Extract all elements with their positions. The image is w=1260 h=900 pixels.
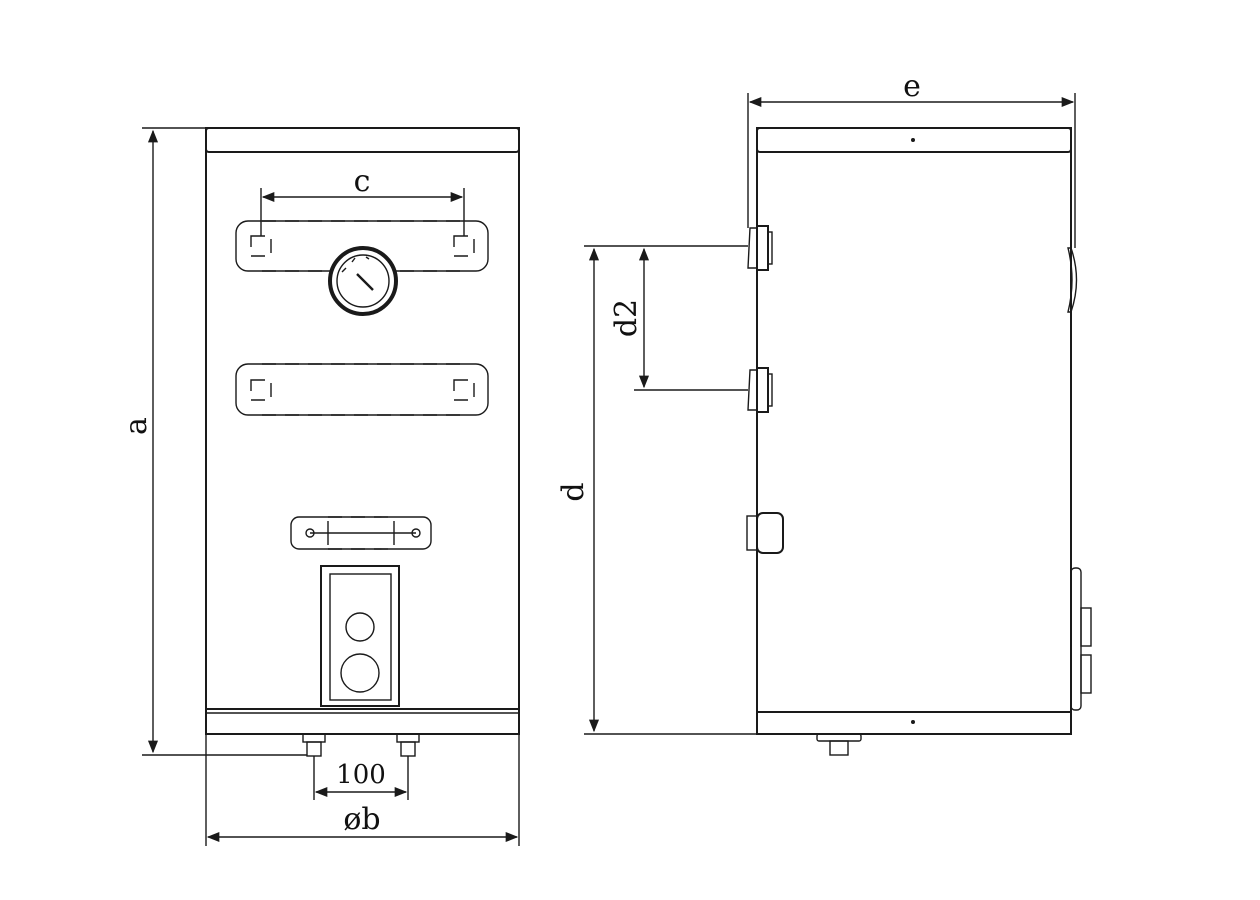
dimension-label-a: a: [119, 417, 154, 435]
control-knob-small-icon: [345, 612, 375, 642]
dimension-c: c: [260, 164, 465, 236]
upper-connector: [747, 225, 773, 271]
dimension-label-e: e: [903, 69, 921, 104]
front-view: a c 100 øb: [119, 127, 520, 846]
side-bottom-cap: [756, 711, 1072, 735]
dimension-label-c: c: [354, 164, 371, 199]
side-body-outline: [756, 127, 1072, 735]
dimension-b: øb: [205, 734, 520, 846]
front-bottom-cap: [205, 708, 520, 735]
dimension-label-100: 100: [336, 760, 386, 790]
dimension-label-b: øb: [343, 802, 380, 837]
front-body-outline: [205, 127, 520, 735]
control-panel: [320, 565, 400, 707]
control-box-profile: [1070, 567, 1092, 711]
front-pipes: [302, 733, 420, 757]
side-pipe: [816, 733, 862, 756]
front-top-cap: [205, 127, 520, 153]
lower-connector: [747, 367, 773, 413]
dimension-e: e: [747, 69, 1076, 248]
dimension-a: a: [119, 127, 307, 756]
small-bracket: [290, 516, 432, 550]
thermometer-gauge-icon: [328, 246, 398, 316]
dimension-label-d: d: [556, 482, 591, 501]
side-view: e d d2: [556, 69, 1092, 756]
side-bump: [746, 512, 784, 554]
side-top-cap: [756, 127, 1072, 153]
dimension-d2: d2: [609, 247, 748, 391]
dimension-label-d2: d2: [609, 299, 644, 337]
lower-mounting-bracket: [235, 363, 489, 416]
thermometer-profile: [1067, 247, 1078, 313]
control-knob-large-icon: [340, 653, 380, 693]
dimension-d: d: [556, 245, 757, 735]
dimension-100: 100: [313, 756, 409, 800]
